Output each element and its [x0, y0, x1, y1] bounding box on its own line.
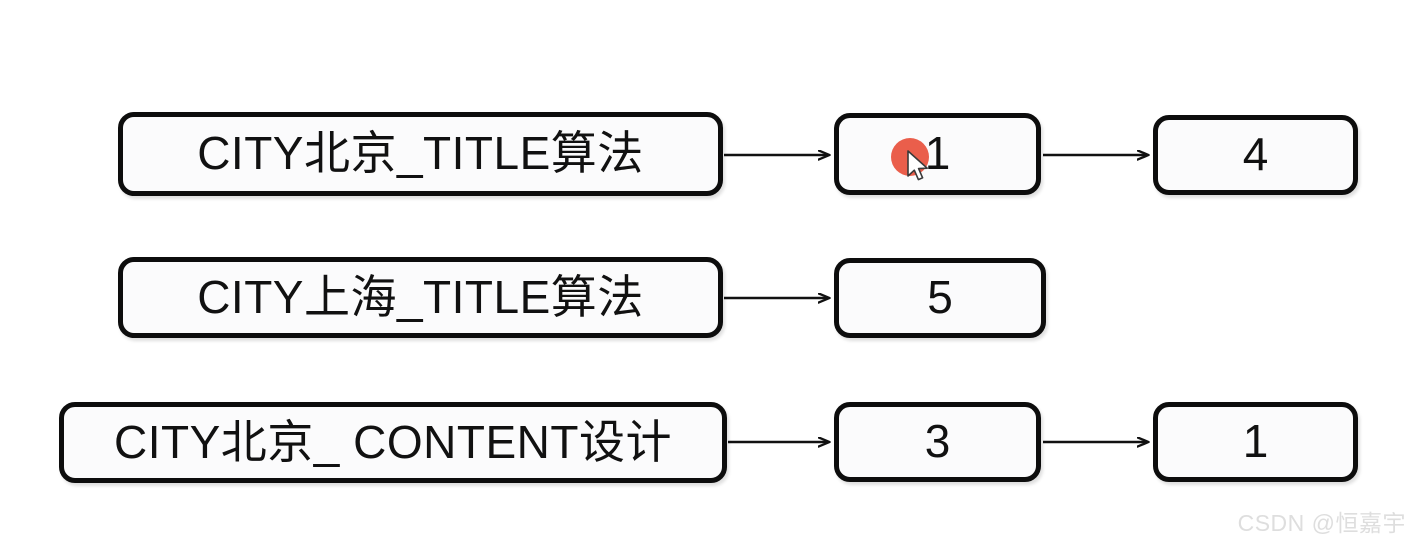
- mouse-cursor-icon: [907, 150, 928, 181]
- node-label: 3: [924, 415, 951, 467]
- watermark-text: CSDN @恒嘉宇: [1237, 510, 1406, 536]
- node-city-beijing-title[interactable]: CITY北京_TITLE算法: [118, 112, 723, 196]
- node-label: CITY北京_ CONTENT设计: [114, 415, 672, 468]
- node-row2-count-5[interactable]: 5: [834, 258, 1046, 338]
- node-label: 1: [924, 127, 951, 179]
- node-label: 4: [1242, 128, 1269, 180]
- node-label: CITY北京_TITLE算法: [197, 127, 644, 179]
- node-row3-count-3[interactable]: 3: [834, 402, 1041, 482]
- node-label: 5: [927, 271, 953, 323]
- node-row1-count-1[interactable]: 1: [834, 113, 1041, 195]
- node-row1-count-4[interactable]: 4: [1153, 115, 1358, 195]
- node-label: CITY上海_TITLE算法: [197, 270, 644, 323]
- node-city-shanghai-title[interactable]: CITY上海_TITLE算法: [118, 257, 723, 338]
- node-row3-count-1[interactable]: 1: [1153, 402, 1358, 482]
- node-label: 1: [1242, 415, 1269, 467]
- node-city-beijing-content[interactable]: CITY北京_ CONTENT设计: [59, 402, 727, 483]
